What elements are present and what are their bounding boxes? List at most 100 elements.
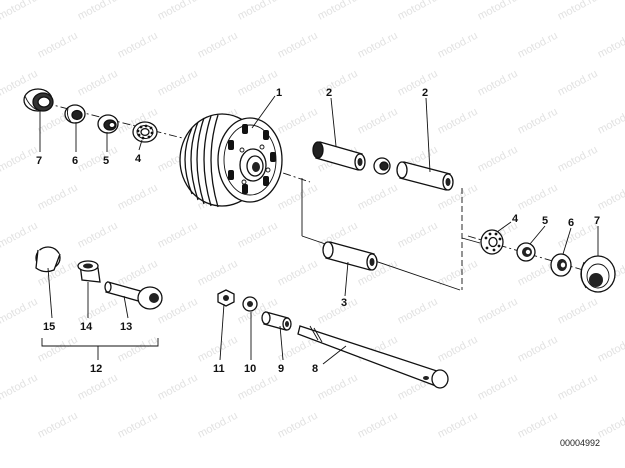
watermark-text: motod.ru (396, 296, 440, 327)
watermark-text: motod.ru (36, 30, 80, 61)
watermark-text: motod.ru (76, 372, 120, 403)
part-11-nut (217, 289, 235, 307)
watermark-text: motod.ru (596, 182, 625, 213)
watermark-text: motod.ru (476, 296, 520, 327)
part-1-wheel-hub (179, 113, 283, 208)
watermark-text: motod.ru (76, 144, 120, 175)
part-6-right-seal (550, 253, 572, 277)
callout-5-right: 5 (542, 215, 548, 227)
watermark-text: motod.ru (436, 334, 480, 365)
callout-3: 3 (341, 297, 347, 309)
part-7-right-cap-nut (580, 255, 616, 293)
callout-11: 11 (213, 363, 225, 375)
watermark-text: motod.ru (476, 144, 520, 175)
part-3-spacer-sleeve (322, 241, 378, 271)
watermark-text: motod.ru (36, 182, 80, 213)
callout-labels: 1 2 2 3 7 6 5 4 4 5 6 7 8 9 10 11 12 13 … (36, 87, 600, 375)
watermark-text: motod.ru (116, 258, 160, 289)
callout-9: 9 (278, 363, 284, 375)
watermark-text: motod.ru (556, 144, 600, 175)
watermark-text: motod.ru (516, 334, 560, 365)
watermark-text: motod.ru (516, 410, 560, 441)
watermark-text: motod.ru (556, 0, 600, 23)
watermark-text: motod.ru (116, 30, 160, 61)
axis-line-left (44, 102, 191, 141)
callout-7-right: 7 (594, 215, 600, 227)
watermark-text: motod.ru (436, 30, 480, 61)
callout-15: 15 (43, 321, 55, 333)
watermark-text: motod.ru (276, 30, 320, 61)
watermark-text: motod.ru (156, 220, 200, 251)
part-4-right-bearing (480, 229, 504, 255)
watermark-text: motod.ru (0, 296, 40, 327)
watermark-text: motod.ru (356, 182, 400, 213)
watermark-text: motod.ru (276, 182, 320, 213)
watermark-text: motod.ru (156, 372, 200, 403)
part-10-washer (242, 296, 258, 312)
callout-2-left: 2 (326, 87, 332, 99)
callout-6-left: 6 (72, 155, 78, 167)
watermark-text: motod.ru (36, 410, 80, 441)
watermark-text: motod.ru (436, 410, 480, 441)
watermark-text: motod.ru (156, 0, 200, 23)
part-5-left-spacer (97, 114, 119, 134)
reference-number: 00004992 (560, 438, 600, 448)
watermark-text: motod.ru (76, 220, 120, 251)
callout-1: 1 (276, 87, 282, 99)
watermark-text: motod.ru (236, 0, 280, 23)
part-8-axle-shaft (297, 325, 449, 389)
callout-6-right: 6 (568, 217, 574, 229)
callout-2-right: 2 (422, 87, 428, 99)
watermark-text: motod.ru (396, 220, 440, 251)
watermark-text: motod.ru (516, 30, 560, 61)
watermark-text: motod.ru (556, 372, 600, 403)
callout-10: 10 (244, 363, 256, 375)
watermark-text: motod.ru (196, 334, 240, 365)
part-13-bolt (104, 281, 163, 310)
watermark-text: motod.ru (316, 372, 360, 403)
sleeve-washer (373, 157, 391, 175)
part-2-spacer-sleeve-b (396, 161, 454, 191)
watermark-text: motod.ru (116, 410, 160, 441)
watermark-text: motod.ru (236, 68, 280, 99)
watermark-text: motod.ru (276, 258, 320, 289)
watermark-text: motod.ru (596, 106, 625, 137)
watermark-text: motod.ru (236, 220, 280, 251)
part-6-left-seal (64, 104, 86, 124)
watermark-text: motod.ru (316, 68, 360, 99)
part-15-bushing (35, 246, 61, 273)
watermark-text: motod.ru (356, 106, 400, 137)
watermark-text: motod.ru (276, 106, 320, 137)
watermark-text: motod.ru (436, 106, 480, 137)
watermark-text: motod.ru (0, 144, 40, 175)
callout-8: 8 (312, 363, 318, 375)
watermark-text: motod.ru (396, 0, 440, 23)
leader-lines (39, 95, 599, 365)
watermark-text: motod.ru (0, 372, 40, 403)
callout-13: 13 (120, 321, 132, 333)
watermark-text: motod.ru (316, 0, 360, 23)
watermark-text: motod.ru (316, 296, 360, 327)
callout-14: 14 (80, 321, 93, 333)
watermark-text: motod.ru (596, 410, 625, 441)
part-5-right-spacer (516, 242, 536, 262)
watermark-text: motod.ru (196, 30, 240, 61)
watermark-text: motod.ru (356, 30, 400, 61)
watermark-text: motod.ru (396, 68, 440, 99)
part-7-left-cap-nut (23, 88, 54, 112)
callout-4-left: 4 (135, 153, 142, 165)
part-4-left-bearing (132, 121, 158, 143)
watermark-text: motod.ru (156, 68, 200, 99)
watermark-text: motod.ru (116, 182, 160, 213)
watermark-text: motod.ru (0, 0, 40, 23)
watermark-text: motod.ru (356, 410, 400, 441)
watermark-text: motod.ru (236, 372, 280, 403)
watermark-text: motod.ru (596, 30, 625, 61)
watermark-text: motod.ru (0, 220, 40, 251)
watermark-text: motod.ru (596, 334, 625, 365)
callout-4-right: 4 (512, 213, 519, 225)
watermark-text: motod.ru (476, 0, 520, 23)
part-2-spacer-sleeve-a (312, 141, 366, 171)
watermark-text: motod.ru (276, 410, 320, 441)
